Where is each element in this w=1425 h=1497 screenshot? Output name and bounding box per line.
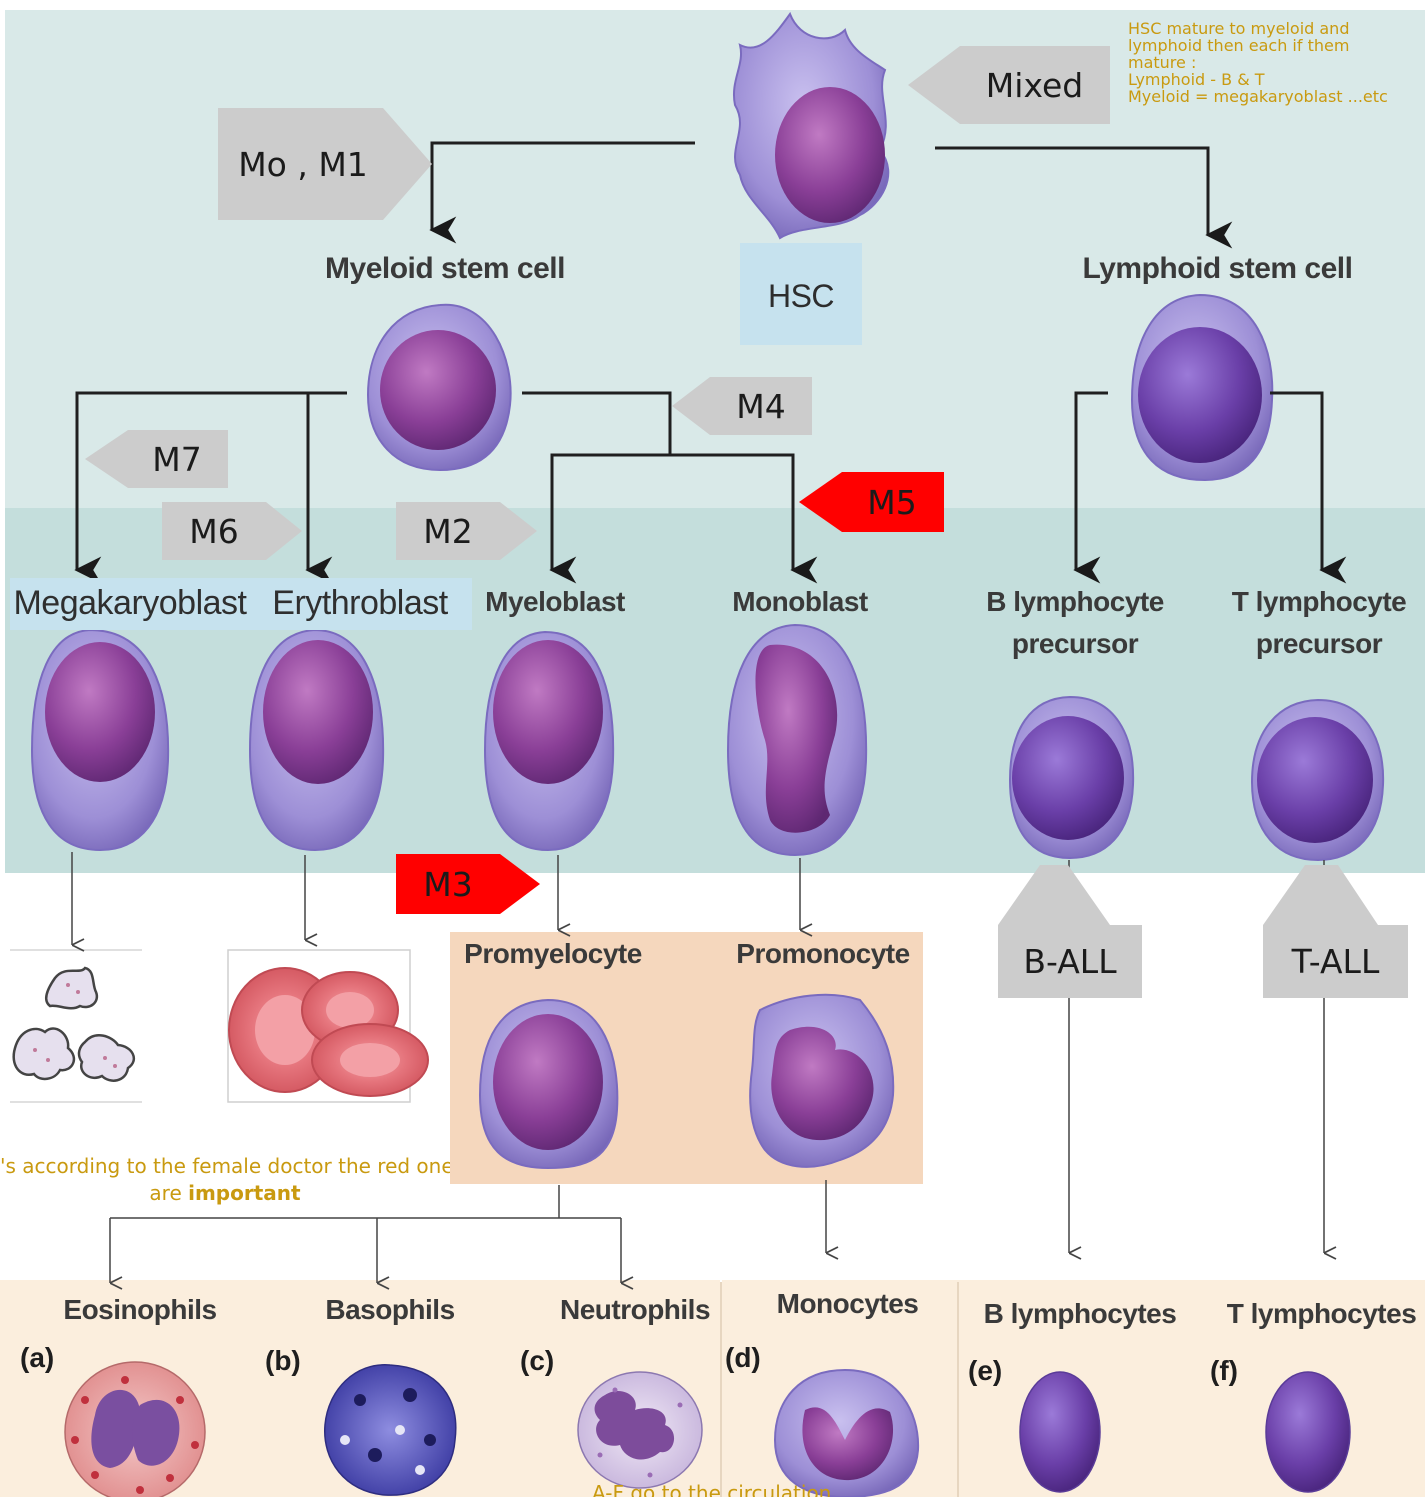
erythroblast-label: Erythroblast (265, 584, 455, 623)
red-note-line-2: are important (0, 1180, 450, 1207)
circulation-note: A-F go to the circulation (592, 1482, 842, 1497)
letter-e: (e) (968, 1355, 1002, 1387)
b-all-tag: B-ALL (998, 925, 1142, 998)
b-lymphocytes-label: B lymphocytes (975, 1298, 1185, 1330)
m5-tag: M5 (842, 472, 942, 532)
red-note-line-1: 's according to the female doctor the re… (0, 1153, 450, 1180)
hsc-note-line: Lymphoid - B & T (1128, 71, 1425, 88)
eosinophils-label: Eosinophils (50, 1294, 230, 1326)
hsc-note-line: HSC mature to myeloid and (1128, 20, 1425, 37)
myeloblast-cell (485, 632, 613, 850)
lymphoid-stem-cell-label: Lymphoid stem cell (1075, 252, 1360, 286)
megakaryoblast-cell (32, 630, 168, 850)
hsc-note-line: lymphoid then each if them (1128, 37, 1425, 54)
mixed-tag: Mixed (962, 46, 1107, 124)
hsc-note-line: mature : (1128, 54, 1425, 71)
lymphoid-stem-cell-shape (1132, 295, 1272, 480)
erythroblast-cell (250, 630, 383, 850)
t-all-tag: T-ALL (1263, 925, 1408, 998)
m4-tag: M4 (712, 377, 810, 435)
promonocyte-cell (750, 995, 893, 1167)
letter-f: (f) (1210, 1355, 1238, 1387)
t-lymphocyte-precursor-cell (1252, 700, 1383, 860)
myeloid-stem-cell-shape (368, 305, 511, 470)
red-blood-cells-illustration (228, 950, 428, 1102)
basophils-label: Basophils (305, 1294, 475, 1326)
eosinophil-cell (65, 1362, 205, 1497)
promyelocyte-cell (480, 1000, 617, 1168)
m0-m1-tag: Mo , M1 (218, 108, 388, 220)
monocytes-label: Monocytes (765, 1288, 930, 1320)
hsc-maturation-note: HSC mature to myeloid and lymphoid then … (1128, 20, 1425, 105)
b-lymphocyte-cell (1020, 1372, 1100, 1492)
letter-a: (a) (20, 1342, 54, 1374)
m6-tag: M6 (162, 502, 266, 560)
important-red-tags-note: 's according to the female doctor the re… (0, 1153, 450, 1207)
megakaryoblast-label: Megakaryoblast (12, 584, 248, 623)
basophil-cell (325, 1365, 456, 1495)
platelets-illustration (10, 950, 142, 1102)
monoblast-cell (728, 625, 866, 855)
letter-d: (d) (725, 1342, 761, 1374)
t-lymphocyte-precursor-label-1: T lymphocyte (1215, 586, 1423, 618)
neutrophil-cell (578, 1372, 702, 1488)
letter-b: (b) (265, 1345, 301, 1377)
hsc-label: HSC (740, 278, 862, 315)
m7-tag: M7 (128, 430, 226, 488)
monoblast-label: Monoblast (715, 586, 885, 618)
myeloblast-label: Myeloblast (470, 586, 640, 618)
middle-background-band (5, 508, 1425, 873)
m2-tag: M2 (396, 502, 500, 560)
neutrophils-label: Neutrophils (550, 1294, 720, 1326)
t-lymphocytes-label: T lymphocytes (1218, 1298, 1425, 1330)
letter-c: (c) (520, 1345, 554, 1377)
promyelocyte-label: Promyelocyte (448, 938, 658, 970)
myeloid-stem-cell-label: Myeloid stem cell (300, 252, 590, 286)
monocyte-cell (775, 1370, 918, 1497)
promonocyte-label: Promonocyte (718, 938, 928, 970)
t-lymphocyte-precursor-label-2: precursor (1215, 628, 1423, 660)
red-note-prefix: are (149, 1181, 188, 1205)
t-lymphocyte-cell (1266, 1372, 1350, 1492)
b-lymphocyte-precursor-label-2: precursor (965, 628, 1185, 660)
hsc-note-line: Myeloid = megakaryoblast ...etc (1128, 88, 1425, 105)
b-lymphocyte-precursor-cell (1010, 697, 1133, 858)
b-lymphocyte-precursor-label-1: B lymphocyte (965, 586, 1185, 618)
m3-tag: M3 (396, 854, 500, 914)
red-note-bold: important (188, 1181, 300, 1205)
